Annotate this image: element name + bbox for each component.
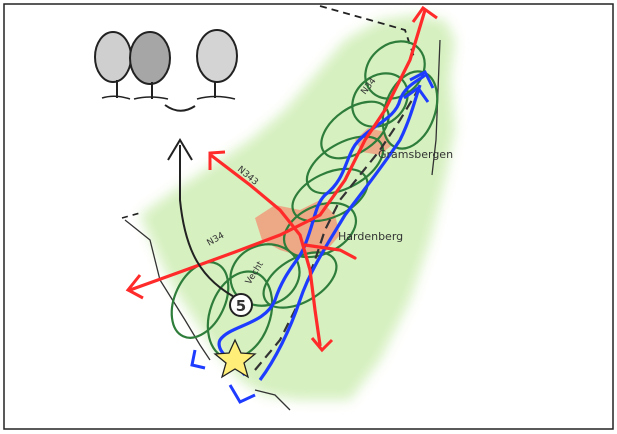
frame-border — [3, 3, 614, 430]
meander-loops — [170, 40, 439, 360]
tree-icon — [196, 29, 238, 100]
place-label-hardenberg: Hardenberg — [338, 230, 403, 243]
roads — [128, 8, 427, 347]
ground-line — [164, 104, 196, 112]
star-icon — [213, 338, 257, 379]
road-n343 — [210, 154, 322, 347]
road-east-stub — [303, 243, 357, 260]
river-vecht-branch — [258, 84, 422, 381]
road-arrow-south — [310, 337, 334, 353]
river-arrow-top-2 — [403, 85, 430, 103]
river-arrow-bottom — [228, 384, 256, 404]
road-arrow-top — [411, 5, 438, 23]
dashed-border-west — [121, 212, 141, 219]
road-n34-main — [128, 8, 427, 292]
river-arrow-top — [409, 69, 435, 89]
dashed-border — [319, 5, 416, 61]
road-arrow-n343 — [208, 150, 226, 170]
railway-line — [254, 89, 419, 371]
view-arrow-icon — [167, 138, 193, 161]
border-line-east — [431, 39, 441, 176]
road-arrow-left — [125, 274, 144, 300]
river-arrow-left — [190, 349, 206, 370]
border-line-south — [254, 389, 291, 411]
tree-icon — [94, 31, 132, 100]
view-line — [179, 145, 241, 301]
place-label-gramsbergen: Gramsbergen — [378, 148, 453, 161]
marker-number: 5 — [236, 297, 246, 315]
marker-circle — [229, 293, 253, 317]
tree-icon — [129, 31, 171, 100]
valley-region — [140, 15, 455, 400]
